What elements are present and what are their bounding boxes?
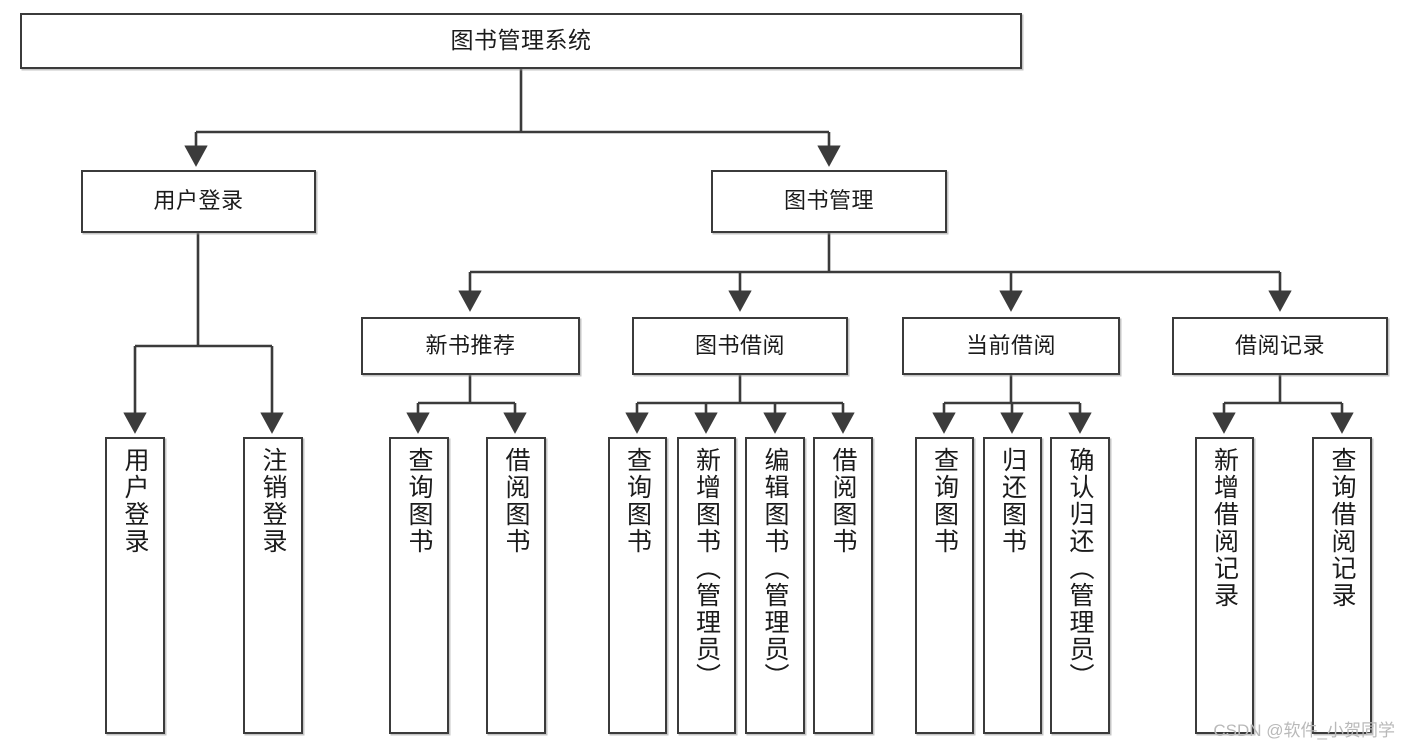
node-leaf-borrow-book-1[interactable]: 借阅图书 (486, 437, 546, 734)
node-leaf-add-record-label: 新增借阅记录 (1210, 447, 1239, 609)
node-leaf-logout[interactable]: 注销登录 (243, 437, 303, 734)
node-leaf-add-book-label: 新增图书（管理员） (692, 447, 721, 690)
node-current-borrow-label: 当前借阅 (965, 332, 1056, 358)
node-leaf-query-book-1-label: 查询图书 (405, 447, 433, 555)
watermark: CSDN @软件_小贺同学 (1213, 721, 1395, 740)
node-book-borrow-label: 图书借阅 (694, 332, 785, 358)
node-leaf-borrow-book-2-label: 借阅图书 (829, 447, 857, 555)
node-leaf-query-book-2-label: 查询图书 (623, 447, 652, 555)
node-leaf-edit-book[interactable]: 编辑图书（管理员） (745, 437, 805, 734)
node-leaf-query-book-1[interactable]: 查询图书 (389, 437, 449, 734)
node-user-login-label: 用户登录 (153, 188, 244, 214)
node-leaf-query-book-3[interactable]: 查询图书 (915, 437, 974, 734)
node-leaf-confirm-return-label: 确认归还（管理员） (1066, 447, 1094, 690)
node-leaf-borrow-book-2[interactable]: 借阅图书 (813, 437, 873, 734)
node-leaf-add-record[interactable]: 新增借阅记录 (1195, 437, 1254, 734)
node-root-label: 图书管理系统 (450, 27, 592, 54)
node-new-book-recommend[interactable]: 新书推荐 (361, 317, 580, 375)
node-leaf-borrow-book-1-label: 借阅图书 (502, 447, 530, 555)
node-borrow-record-label: 借阅记录 (1234, 332, 1325, 358)
node-leaf-confirm-return[interactable]: 确认归还（管理员） (1050, 437, 1110, 734)
node-borrow-record[interactable]: 借阅记录 (1172, 317, 1388, 375)
node-leaf-edit-book-label: 编辑图书（管理员） (761, 447, 789, 690)
node-leaf-query-book-3-label: 查询图书 (930, 447, 959, 555)
node-book-management[interactable]: 图书管理 (711, 170, 947, 233)
node-leaf-query-book-2[interactable]: 查询图书 (608, 437, 667, 734)
node-leaf-add-book[interactable]: 新增图书（管理员） (677, 437, 736, 734)
node-current-borrow[interactable]: 当前借阅 (902, 317, 1120, 375)
node-leaf-query-record-label: 查询借阅记录 (1328, 447, 1356, 609)
node-new-book-recommend-label: 新书推荐 (425, 332, 516, 358)
node-leaf-user-login-label: 用户登录 (121, 447, 149, 555)
node-leaf-query-record[interactable]: 查询借阅记录 (1312, 437, 1372, 734)
node-leaf-user-login[interactable]: 用户登录 (105, 437, 165, 734)
node-leaf-logout-label: 注销登录 (259, 447, 287, 555)
node-root[interactable]: 图书管理系统 (20, 13, 1022, 69)
node-book-management-label: 图书管理 (783, 188, 874, 214)
node-leaf-return-book-label: 归还图书 (998, 447, 1027, 555)
node-user-login[interactable]: 用户登录 (81, 170, 316, 233)
node-leaf-return-book[interactable]: 归还图书 (983, 437, 1042, 734)
node-book-borrow[interactable]: 图书借阅 (632, 317, 848, 375)
